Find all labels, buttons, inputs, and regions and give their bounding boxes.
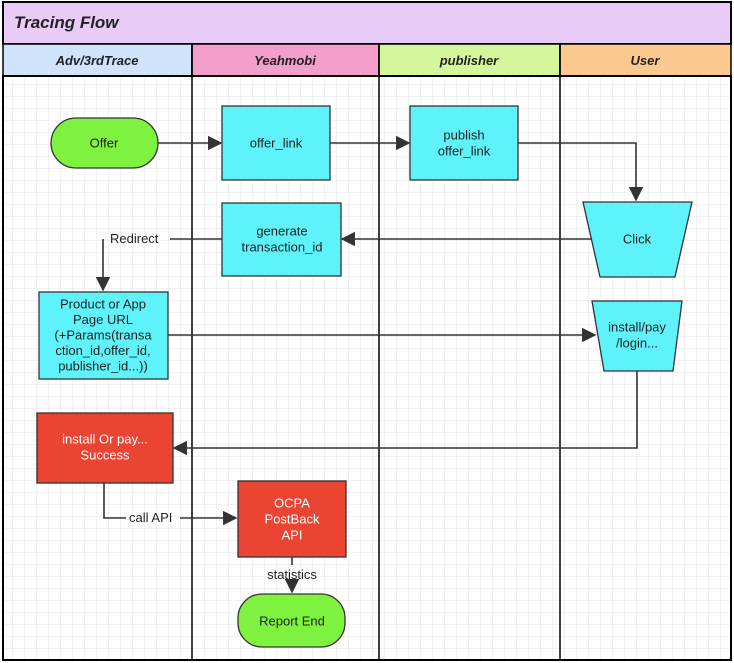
offer-node-label: Offer — [90, 136, 119, 151]
offer-link-node-label: offer_link — [250, 136, 303, 151]
lanes-frame — [2, 75, 732, 661]
node-label-line: install Or pay... — [62, 432, 148, 447]
node-label-line: Click — [623, 232, 652, 247]
offer-link-node — [221, 105, 331, 181]
success-node — [36, 412, 174, 484]
lane-header-adv — [2, 43, 193, 77]
node-label-line: publish — [443, 128, 484, 143]
report-end-node-label: Report End — [259, 614, 325, 629]
node-label-line: Page URL — [73, 312, 133, 327]
publish-node — [409, 105, 519, 181]
install-pay-node-label: install/pay/login... — [608, 320, 666, 351]
lane-label-adv: Adv/3rdTrace — [55, 53, 139, 68]
edge-label-statistics: statistics — [267, 567, 317, 582]
ocpa-node — [237, 480, 347, 558]
edge-label-call-api: call API — [129, 510, 172, 525]
node-label-line: offer_link — [438, 144, 491, 159]
success-node-label: install Or pay...Success — [62, 432, 148, 463]
node-label-line: Product or App — [60, 297, 146, 312]
node-label-line: Success — [80, 448, 130, 463]
node-label-line: /login... — [616, 336, 658, 351]
node-label-line: API — [282, 528, 303, 543]
node-label-line: Report End — [259, 614, 325, 629]
edge-publish-to-click — [518, 142, 644, 202]
node-label-line: install/pay — [608, 320, 666, 335]
diagram-title: Tracing Flow — [14, 13, 120, 32]
node-label-line: Offer — [90, 136, 119, 151]
generate-node — [221, 202, 342, 277]
offer-node — [50, 117, 159, 169]
lane-label-user: User — [631, 53, 661, 68]
lane-header-yeahmobi — [191, 43, 380, 77]
edge-label-redirect: Redirect — [110, 231, 159, 246]
node-label-line: transaction_id — [242, 240, 323, 255]
lane-label-publisher: publisher — [439, 53, 499, 68]
click-node-label: Click — [623, 232, 652, 247]
product-page-node — [38, 291, 169, 380]
node-label-line: PostBack — [265, 512, 320, 527]
install-pay-node — [591, 300, 683, 372]
edge-success-call-api — [103, 483, 126, 519]
node-label-line: ction_id,offer_id, — [55, 343, 150, 358]
node-label-line: (+Params(transa — [54, 328, 152, 343]
click-node — [582, 201, 693, 278]
node-label-line: generate — [256, 224, 307, 239]
node-label-line: offer_link — [250, 136, 303, 151]
edge-install-to-success — [172, 371, 638, 456]
lane-label-yeahmobi: Yeahmobi — [254, 53, 316, 68]
node-label-line: OCPA — [274, 496, 310, 511]
report-end-node — [237, 593, 346, 648]
node-label-line: publisher_id...)) — [58, 359, 148, 374]
title-bar — [2, 1, 732, 45]
